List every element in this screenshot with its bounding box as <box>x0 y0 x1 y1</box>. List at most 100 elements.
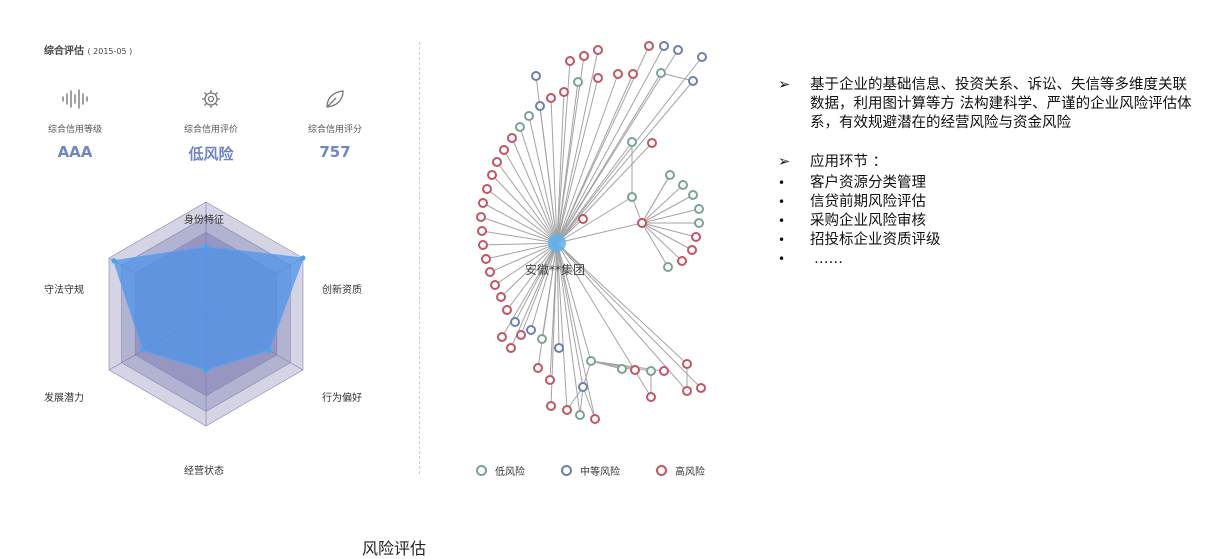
graph-node <box>691 232 701 242</box>
list-item: •客户资源分类管理 <box>778 174 1198 193</box>
graph-edge <box>485 242 558 260</box>
graph-edge <box>489 242 558 273</box>
metric-credit-score: 综合信用评分 757 <box>280 88 390 161</box>
panel-date: ( 2015-05 ) <box>87 47 133 56</box>
graph-edge <box>503 149 558 244</box>
graph-node <box>593 73 603 83</box>
graph-edge <box>556 242 584 388</box>
legend-low-label: 低风险 <box>495 467 525 478</box>
graph-node <box>492 157 502 167</box>
graph-node <box>697 52 707 62</box>
graph-node <box>506 343 516 353</box>
graph-edge <box>556 77 599 244</box>
metric-value: AAA <box>57 143 93 161</box>
graph-edge <box>500 242 558 298</box>
gear-chip-icon <box>202 90 220 108</box>
graph-edge <box>556 49 599 244</box>
radar-point <box>203 367 209 373</box>
radar-axis-label: 行为偏好 <box>322 393 362 404</box>
bullet-dot-icon: • <box>778 233 786 247</box>
list-item-text: 客户资源分类管理 <box>810 175 926 191</box>
radar-chart <box>108 201 306 427</box>
graph-node <box>575 410 585 420</box>
figure-caption: 风险评估 <box>362 539 427 558</box>
graph-node <box>593 45 603 55</box>
graph-node <box>478 198 488 208</box>
list-item: •…… <box>778 250 1198 269</box>
graph-node <box>476 212 486 222</box>
graph-edge <box>510 242 558 349</box>
graph-edge <box>528 115 558 244</box>
graph-node <box>565 56 575 66</box>
graph-node <box>559 87 569 97</box>
graph-node <box>644 41 654 51</box>
graph-edge <box>556 142 653 244</box>
graph-edge <box>556 242 592 362</box>
radar-axis-label: 经营状态 <box>184 466 224 477</box>
list-item-text: 采购企业风险审核 <box>810 213 926 229</box>
graph-edge <box>556 55 585 244</box>
graph-node <box>482 184 492 194</box>
legend-mid-marker <box>561 465 572 476</box>
radar-axis-label: 发展潜力 <box>44 393 84 404</box>
graph-edge <box>556 91 565 244</box>
list-item: •信贷前期风险评估 <box>778 193 1198 212</box>
graph-node <box>688 76 698 86</box>
graph-node <box>646 392 656 402</box>
graph-node <box>487 170 497 180</box>
graph-edge <box>641 222 693 251</box>
graph-node <box>510 317 520 327</box>
graph-edge <box>641 222 683 262</box>
graph-edge <box>506 242 558 311</box>
graph-node <box>546 93 556 103</box>
graph-node <box>562 405 572 415</box>
graph-node <box>647 138 657 148</box>
graph-node <box>682 386 692 396</box>
graph-node <box>578 214 588 224</box>
graph-node <box>659 41 669 51</box>
graph-edge <box>481 230 558 244</box>
graph-node <box>694 218 704 228</box>
relation-graph <box>476 41 707 424</box>
description-paragraph: ➢ 基于企业的基础信息、投资关系、诉讼、失信等多维度关联数据，利用图计算等方 法… <box>778 76 1198 133</box>
radar-point <box>300 255 306 261</box>
graph-node <box>477 226 487 236</box>
graph-edge <box>556 196 633 244</box>
graph-edge <box>491 174 558 244</box>
graph-node <box>617 364 627 374</box>
sound-wave-icon <box>62 89 88 109</box>
radar-point <box>111 258 117 264</box>
graph-center-node <box>548 234 566 252</box>
graph-edge <box>537 242 558 369</box>
graph-edge <box>556 45 665 244</box>
graph-edge <box>641 208 700 224</box>
metric-label: 综合信用等级 <box>47 125 102 135</box>
graph-edge <box>539 105 558 244</box>
graph-node <box>515 122 525 132</box>
bullet-dot-icon: • <box>778 195 786 209</box>
graph-node <box>665 170 675 180</box>
graph-edge <box>556 242 581 416</box>
graph-node <box>646 366 656 376</box>
list-item-text: 招投标企业资质评级 <box>810 232 941 248</box>
graph-edge <box>550 97 558 244</box>
bullet-dot-icon: • <box>778 214 786 228</box>
leaf-icon <box>326 90 344 108</box>
graph-node <box>546 401 556 411</box>
metric-value: 757 <box>319 143 351 161</box>
graph-node <box>696 383 706 393</box>
graph-edge <box>519 126 558 244</box>
graph-edge <box>556 141 633 244</box>
graph-node <box>627 137 637 147</box>
graph-edge <box>530 242 558 331</box>
graph-node <box>524 111 534 121</box>
description-text: 基于企业的基础信息、投资关系、诉讼、失信等多维度关联数据，利用图计算等方 法构建… <box>810 77 1192 131</box>
metric-value: 低风险 <box>188 145 234 163</box>
graph-edge <box>582 386 596 420</box>
graph-center-label: 安徽**集团 <box>525 263 586 277</box>
graph-edge <box>480 216 558 244</box>
graph-node <box>694 204 704 214</box>
graph-edge <box>520 242 558 336</box>
graph-node <box>687 245 697 255</box>
graph-edge <box>486 188 558 244</box>
